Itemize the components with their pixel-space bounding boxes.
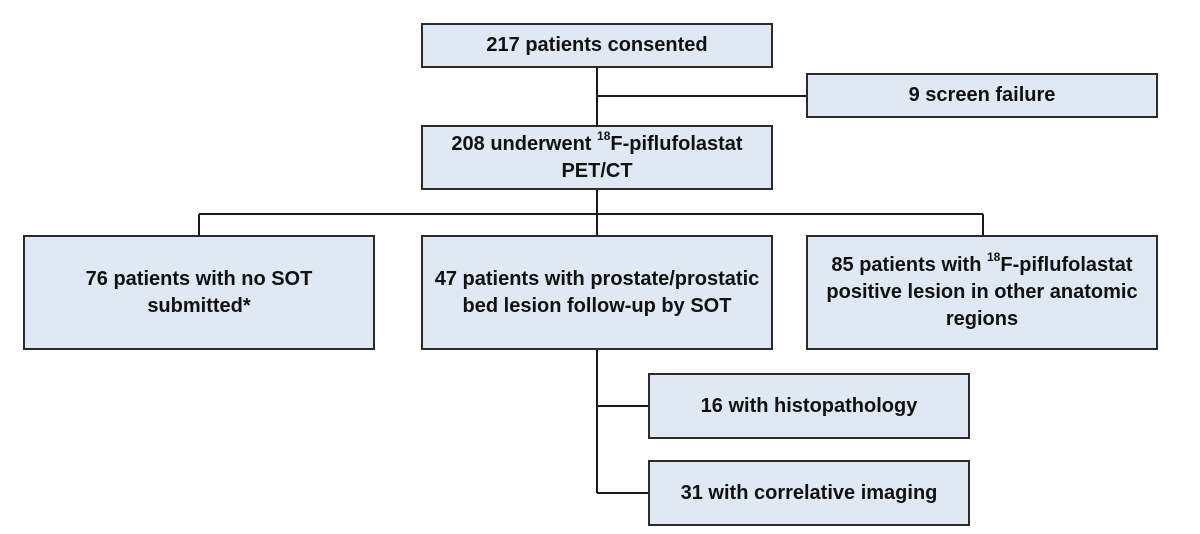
- box-positive-lesion-other-regions: 85 patients with 18F-piflufolastat posit…: [806, 235, 1158, 350]
- histopathology-text: 16 with histopathology: [700, 394, 918, 417]
- prostate-label: 47 patients with prostate/prostatic bed …: [435, 266, 760, 320]
- patients-consented-text: 217 patients consented: [486, 34, 708, 56]
- positive-prefix: 85 patients with: [831, 254, 987, 276]
- box-correlative-imaging: 31 with correlative imaging: [648, 460, 970, 526]
- positive-line2: positive lesion in other anatomic: [826, 281, 1138, 303]
- prostate-line2: bed lesion follow-up by SOT: [462, 294, 732, 317]
- positive-agent: F-piflufolastat: [1000, 254, 1133, 276]
- pet-ct-label: 208 underwent 18F-piflufolastat PET/CT: [451, 130, 743, 185]
- no-sot-label: 76 patients with no SOT submitted*: [86, 266, 313, 320]
- pet-ct-line1: 208 underwent 18F-piflufolastat: [451, 130, 743, 155]
- positive-isotope-mass: 18: [987, 250, 1001, 265]
- pet-ct-prefix: 208 underwent: [451, 132, 598, 155]
- prostate-line1: 47 patients with prostate/prostatic: [434, 267, 760, 290]
- pet-ct-agent: F-piflufolastat: [610, 132, 743, 155]
- box-prostate-lesion-followup: 47 patients with prostate/prostatic bed …: [421, 235, 773, 350]
- box-patients-consented: 217 patients consented: [421, 23, 773, 68]
- pet-ct-isotope-mass: 18: [597, 128, 611, 143]
- box-underwent-pet-ct: 208 underwent 18F-piflufolastat PET/CT: [421, 125, 773, 190]
- no-sot-line1: 76 patients with no SOT: [85, 267, 313, 290]
- positive-label: 85 patients with 18F-piflufolastat posit…: [826, 250, 1138, 333]
- pet-ct-line2: PET/CT: [561, 159, 633, 182]
- correlative-imaging-text: 31 with correlative imaging: [680, 481, 938, 504]
- no-sot-line2: submitted*: [147, 294, 251, 317]
- box-no-sot-submitted: 76 patients with no SOT submitted*: [23, 235, 375, 350]
- positive-line3: regions: [945, 308, 1019, 330]
- screen-failure-text: 9 screen failure: [908, 84, 1056, 106]
- positive-line1: 85 patients with 18F-piflufolastat: [826, 250, 1137, 279]
- box-screen-failure: 9 screen failure: [806, 73, 1158, 118]
- box-histopathology: 16 with histopathology: [648, 373, 970, 439]
